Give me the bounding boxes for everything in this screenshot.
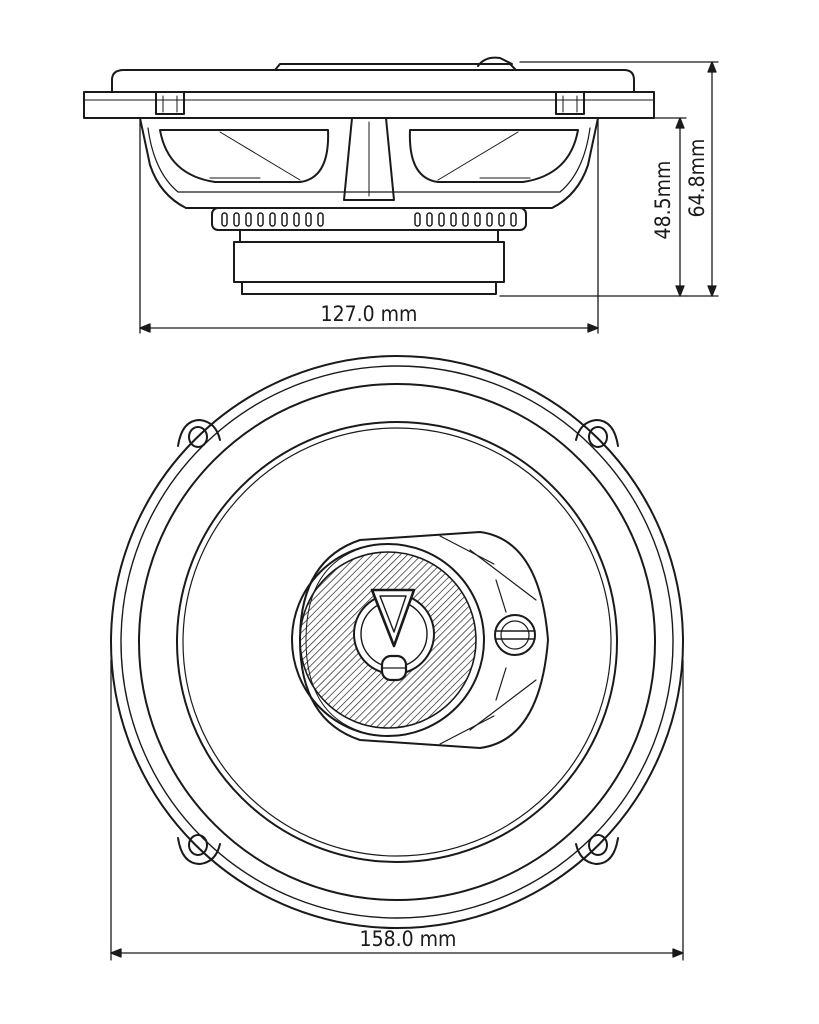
magnet-base xyxy=(241,281,497,295)
mounting-lug-bottom-left xyxy=(177,834,221,865)
dimension-total-height xyxy=(519,61,719,297)
dimension-mounting-depth xyxy=(139,119,599,334)
center-spoke xyxy=(343,117,395,201)
front-view xyxy=(110,355,684,961)
mounting-lug-top-right xyxy=(575,419,619,448)
mounting-lug-bottom-right xyxy=(575,834,619,865)
outer-rim xyxy=(110,355,684,929)
midrange-surround xyxy=(291,543,485,737)
super-tweeter xyxy=(494,614,536,656)
outer-rim-inner xyxy=(120,365,674,919)
tweeter-cap-top xyxy=(274,63,517,71)
label-outer-diameter: 158.0 mm xyxy=(360,927,457,951)
clip-left xyxy=(155,91,185,115)
cone-edge xyxy=(176,421,618,863)
back-plate xyxy=(211,207,527,231)
cone-inner xyxy=(182,427,612,857)
clip-right xyxy=(555,91,585,115)
magnet-ring xyxy=(239,229,499,243)
label-mounting-height: 48.5mm xyxy=(651,161,675,240)
magnet xyxy=(233,241,505,283)
grille-top xyxy=(111,69,635,93)
mounting-lug-top-left xyxy=(177,419,221,448)
vent-slots xyxy=(221,212,517,227)
label-total-height: 64.8mm xyxy=(685,139,709,218)
dimension-mounting-height xyxy=(499,117,687,297)
label-mounting-depth: 127.0 mm xyxy=(321,302,418,326)
dimension-outer-diameter xyxy=(110,659,684,961)
tweeter-knob xyxy=(477,56,513,67)
basket-window-left xyxy=(159,129,330,183)
basket-window-right xyxy=(408,129,579,183)
side-view xyxy=(83,56,719,334)
grille-ring xyxy=(138,383,656,901)
tweeter-bridge xyxy=(299,531,549,749)
